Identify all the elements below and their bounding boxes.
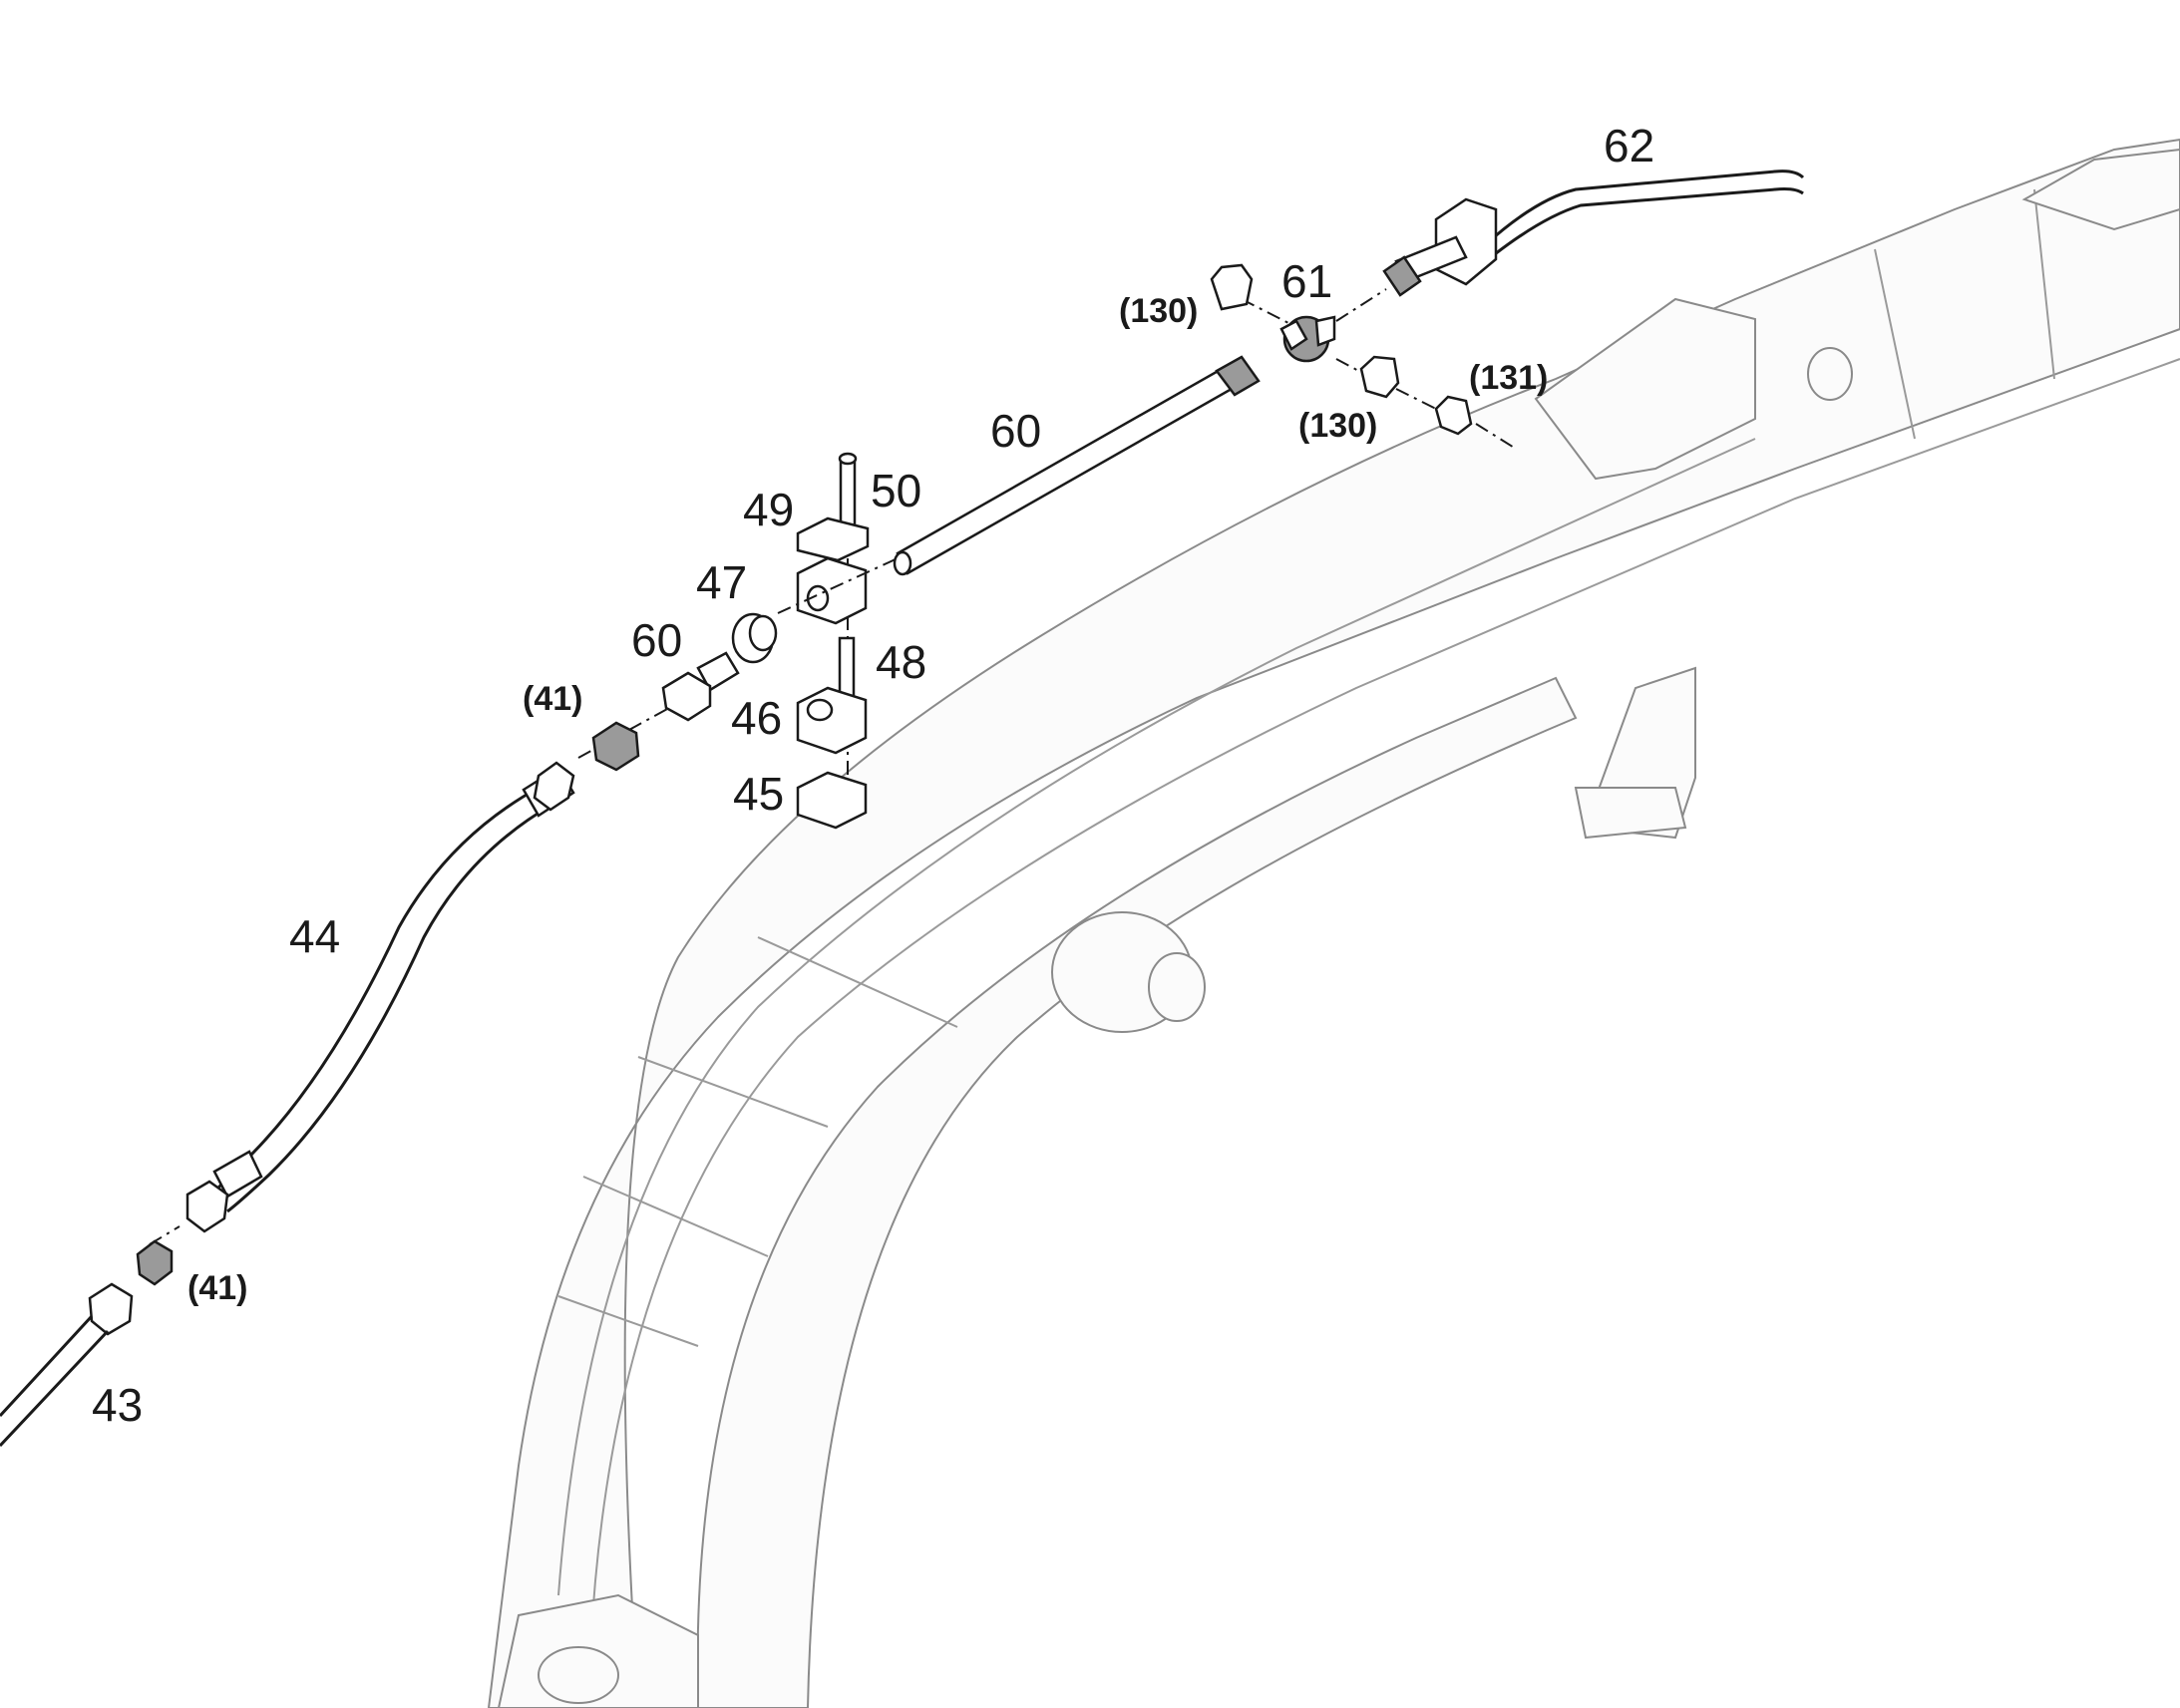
boom-segment-line [1874,248,1916,440]
centerline [1335,358,1367,376]
callout-62: 62 [1604,120,1654,171]
centerline [1475,423,1517,450]
boom-top-bracket [2021,148,2180,231]
plug-131 [1434,395,1473,436]
centerline [577,702,679,759]
fitting-chain [577,557,899,772]
callout-50: 50 [871,465,921,516]
callout-48: 48 [876,636,926,688]
boom-pivot-pin [1148,952,1206,1022]
boom-head-lugs [1534,297,1756,481]
boom-segment-line [757,936,958,1028]
base-plate-45 [796,771,868,830]
callout-130-upper: (130) [1119,292,1198,330]
boom-foot-bore [538,1646,619,1704]
hose-62-assembly [1382,170,1805,297]
cross-fitting-61-arm [1279,319,1308,351]
tube-43-assembly [0,1225,181,1448]
callout-45: 45 [733,768,784,820]
cap-130-lower [1359,355,1400,399]
clamp-lower-bore [806,698,834,722]
tube-43-inner [0,1329,110,1448]
cross-fitting-61-arm [1314,315,1336,347]
tube-60-nut [1215,355,1261,397]
callout-44: 44 [289,910,340,962]
hose-44-nut-upper [533,761,575,812]
centerline [1241,298,1297,328]
hose-62-inner [1485,187,1804,263]
callout-61: 61 [1281,255,1332,307]
boom-segment-line [637,1056,829,1128]
clamp-assembly [796,452,870,830]
clamp-upper-half [796,556,868,625]
callouts: 62 61 (130) (130) (131) 60 50 49 47 48 6… [92,120,1654,1431]
cap-130-upper [1210,263,1254,311]
hose-44-assembly [185,761,575,1233]
adapter-41-lower [136,1239,174,1286]
hose-62-nut [1382,255,1422,297]
cover-plate-49 [796,516,870,562]
excavator-boom [487,138,2180,1708]
tube-60-assembly [893,355,1261,576]
hose-44-end-fitting-lower [212,1150,263,1198]
adapter-41-upper [591,721,640,772]
centerline [1335,288,1387,322]
tube-43-nut [88,1282,134,1336]
boom-side-edge [587,358,2180,1708]
boom-head-pin [1807,347,1853,401]
centerline [777,557,899,614]
hose-44-outer [207,786,540,1198]
hose-44-nut-lower [185,1180,229,1233]
callout-47: 47 [696,556,747,608]
tube-60-end [893,550,912,576]
boom-inner-flange [696,676,1578,1708]
callout-131: (131) [1469,359,1548,397]
sleeve-47-face [748,614,778,652]
hose-44-inner [226,804,551,1213]
callout-60-tube: 60 [990,405,1041,457]
manifold-base [1574,787,1687,840]
boom-top-edge [557,438,1756,1596]
fitting-60-nut [661,671,712,722]
callout-41-upper: (41) [523,680,582,718]
tube-43-outer [0,1314,94,1418]
clamp-lower-half-46 [796,686,868,755]
boom-segment-line [582,1176,769,1257]
boom-segment-line [557,1295,699,1347]
callout-60-fitting: 60 [631,614,682,666]
callout-43: 43 [92,1379,143,1431]
callout-130-lower: (130) [1298,407,1377,445]
cross-fitting-61-group [1210,263,1517,450]
hose-62 [1484,170,1805,246]
tube-60 [896,367,1234,575]
boom-segment-line [2033,188,2055,380]
callout-49: 49 [743,484,794,535]
boom-body [487,138,2180,1708]
bolt-50-head [838,452,858,466]
callout-46: 46 [731,692,782,744]
callout-41-lower: (41) [187,1269,247,1307]
centerline [1395,388,1437,410]
